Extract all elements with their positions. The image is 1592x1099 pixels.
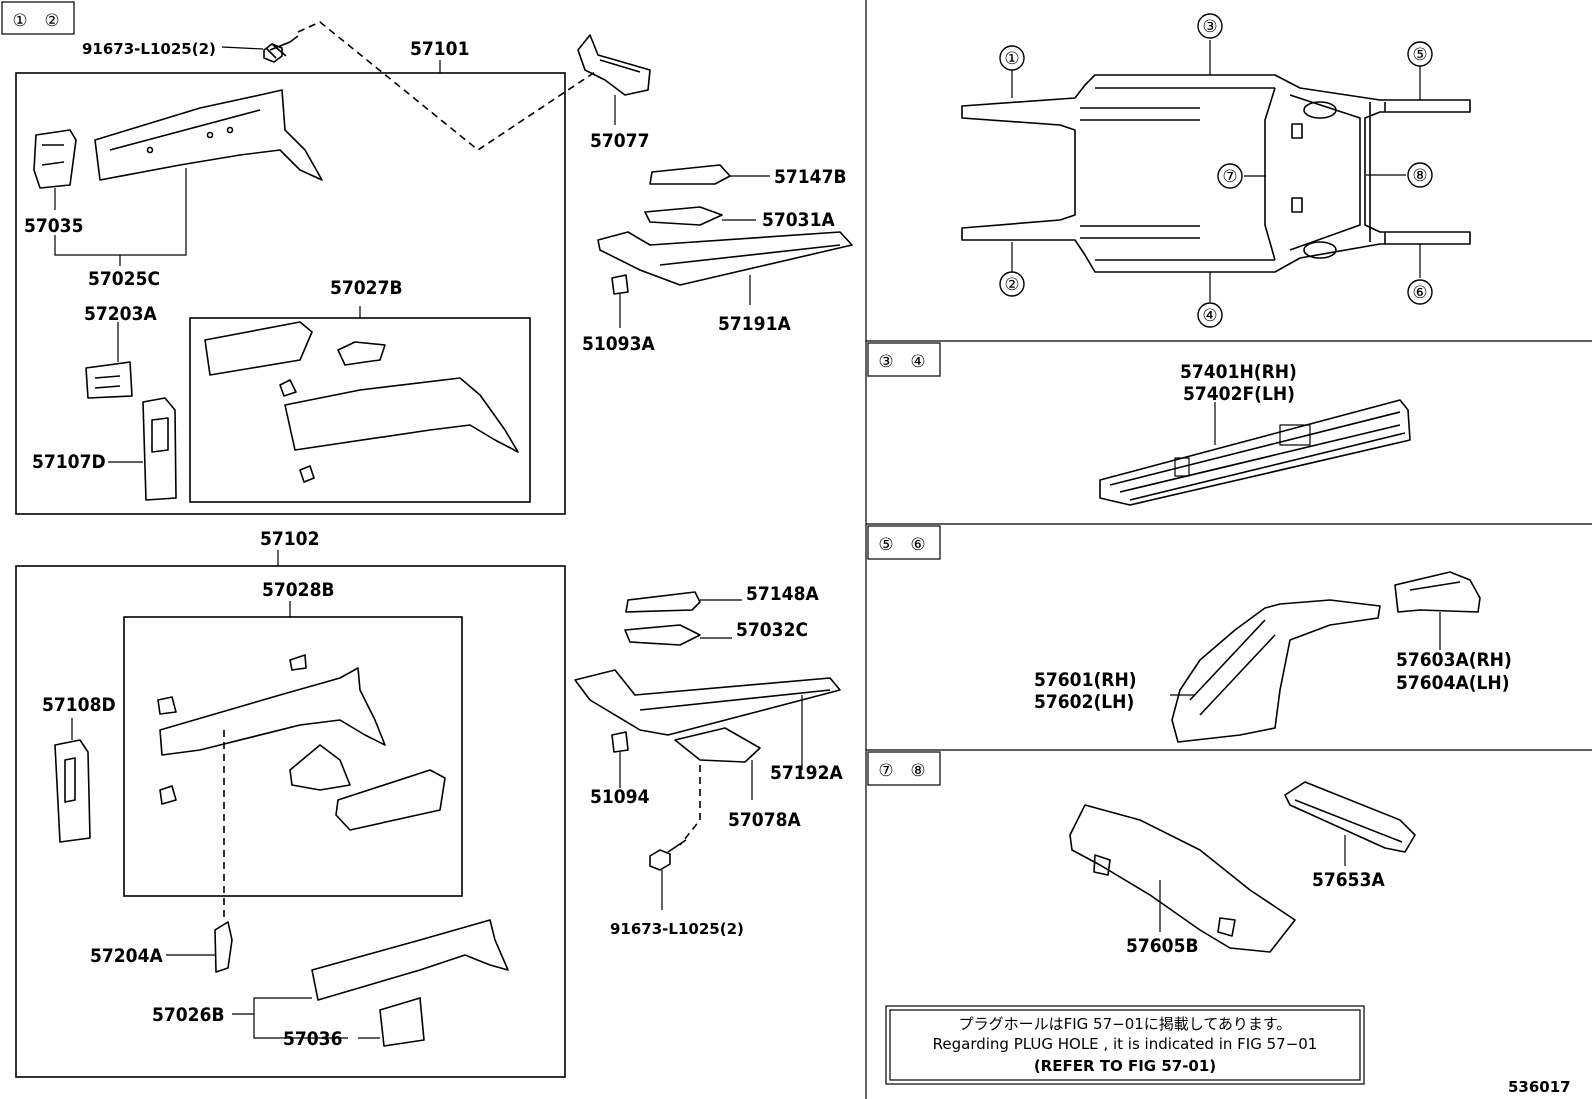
figure-number: 536017 (1508, 1078, 1571, 1096)
label-57147b: 57147B (774, 166, 847, 188)
note-box: プラグホールはFIG 57−01に掲載してあります。 Regarding PLU… (885, 1005, 1365, 1085)
header-marker-1: ① (12, 11, 27, 31)
group-57102 (15, 550, 841, 1078)
label-57031a: 57031A (762, 209, 835, 231)
header-marker-2: ② (44, 11, 59, 31)
header-marker-3: ③ (878, 352, 893, 372)
label-57107d: 57107D (32, 451, 106, 473)
group-57605 (1069, 781, 1416, 953)
label-57078a: 57078A (728, 809, 801, 831)
label-57035: 57035 (24, 215, 83, 237)
header-marker-8: ⑧ (910, 761, 925, 781)
label-57148a: 57148A (746, 583, 819, 605)
label-57102: 57102 (260, 528, 319, 550)
header-marker-6: ⑥ (910, 535, 925, 555)
group-57601 (1170, 571, 1481, 743)
section-header-34: ③ ④ (867, 342, 941, 377)
overview-marker-4: ④ (1202, 306, 1217, 326)
label-51094: 51094 (590, 786, 650, 808)
header-marker-7: ⑦ (878, 761, 893, 781)
overview-marker-7: ⑦ (1222, 167, 1237, 187)
label-57036: 57036 (283, 1028, 342, 1050)
overview-marker-5: ⑤ (1412, 45, 1427, 65)
label-57191a: 57191A (718, 313, 791, 335)
overview-marker-1: ① (1004, 49, 1019, 69)
label-57077: 57077 (590, 130, 649, 152)
header-marker-5: ⑤ (878, 535, 893, 555)
header-marker-4: ④ (910, 352, 925, 372)
overview-marker-3: ③ (1202, 17, 1217, 37)
group-57401 (1099, 399, 1411, 506)
label-57026b: 57026B (152, 1004, 225, 1026)
label-57402f: 57402F(LH) (1183, 383, 1295, 405)
overview-marker-6: ⑥ (1412, 283, 1427, 303)
label-57605b: 57605B (1126, 935, 1199, 957)
note-line-refer: (REFER TO FIG 57-01) (1034, 1057, 1216, 1075)
group-57101 (15, 21, 853, 515)
chassis-overview: ① ② ③ ④ ⑤ ⑥ ⑦ ⑧ (961, 13, 1471, 328)
section-header-56: ⑤ ⑥ (867, 525, 941, 560)
label-91673-bottom: 91673-L1025(2) (610, 920, 744, 938)
label-57401h: 57401H(RH) (1180, 361, 1297, 383)
label-57025c: 57025C (88, 268, 160, 290)
label-57101: 57101 (410, 38, 469, 60)
label-57032c: 57032C (736, 619, 808, 641)
note-line-jp: プラグホールはFIG 57−01に掲載してあります。 (959, 1015, 1292, 1033)
label-51093a: 51093A (582, 333, 655, 355)
label-57604a: 57604A(LH) (1396, 672, 1510, 694)
label-57203a: 57203A (84, 303, 157, 325)
label-57603a: 57603A(RH) (1396, 649, 1512, 671)
label-57602: 57602(LH) (1034, 691, 1134, 713)
overview-marker-2: ② (1004, 275, 1019, 295)
label-57027b: 57027B (330, 277, 403, 299)
label-57108d: 57108D (42, 694, 116, 716)
section-header-12: ① ② (1, 1, 75, 35)
label-57601: 57601(RH) (1034, 669, 1137, 691)
label-57653a: 57653A (1312, 869, 1385, 891)
label-57028b: 57028B (262, 579, 335, 601)
label-91673-top: 91673-L1025(2) (82, 40, 216, 58)
label-57192a: 57192A (770, 762, 843, 784)
note-line-en: Regarding PLUG HOLE , it is indicated in… (933, 1035, 1318, 1053)
label-57204a: 57204A (90, 945, 163, 967)
part-labels: 91673-L1025(2) 57101 57077 57035 57025C … (24, 38, 1571, 1096)
section-header-78: ⑦ ⑧ (867, 751, 941, 786)
overview-marker-8: ⑧ (1412, 166, 1427, 186)
